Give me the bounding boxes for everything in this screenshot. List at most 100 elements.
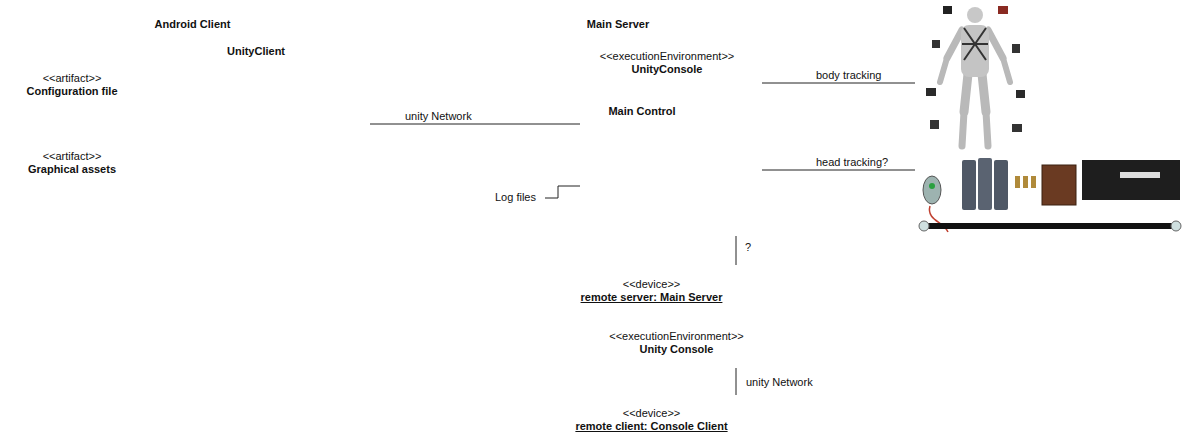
- node-heading: <<executionEnvironment>>UnityConsole: [580, 44, 754, 76]
- suit-arm: [947, 30, 962, 58]
- box-top-face: [479, 266, 833, 274]
- box-top-face: [143, 35, 378, 43]
- deployment-node: <<device>>remote server: Main Server <<ex…: [478, 273, 825, 384]
- line-label: body tracking: [815, 69, 882, 82]
- box-top-face: [581, 37, 762, 45]
- box-side-face: [770, 317, 778, 368]
- box-side-face: [370, 35, 378, 216]
- node-heading: <<executionEnvironment>>Unity Console: [583, 324, 770, 356]
- node-shape: [142, 34, 380, 218]
- suit-leg: [964, 74, 968, 112]
- connector-line: [545, 186, 580, 198]
- line-label: head tracking?: [815, 156, 889, 169]
- nested-node: <<artifact>>Configuration file: [18, 64, 126, 126]
- node-heading: Android Client: [4, 16, 381, 31]
- node-shape: [4, 8, 391, 234]
- nested-node: <<artifact>>Graphical assets: [18, 142, 126, 216]
- box-front-face: [479, 274, 825, 384]
- box-front-face: [492, 187, 545, 210]
- sensor-unit: [930, 120, 939, 129]
- suit-torso: [961, 25, 989, 77]
- suit-arm: [1003, 58, 1010, 82]
- box-front-face: [143, 43, 370, 216]
- deployment-node: Android Client <<artifact>>Configuration …: [4, 16, 381, 232]
- sensor-unit: [1012, 44, 1020, 53]
- connector-label: unity Network: [404, 110, 473, 123]
- tracking-lines: [762, 83, 915, 170]
- connector-line: [736, 236, 737, 265]
- node-name: Main Server: [482, 18, 754, 31]
- sensor-unit: [943, 6, 952, 14]
- remote-button: [929, 183, 935, 189]
- node-heading: Main Server: [478, 16, 758, 31]
- nested-node: <<executionEnvironment>>UnityConsoleMain…: [580, 44, 754, 222]
- suit-leg: [986, 112, 988, 146]
- box-side-face: [825, 396, 833, 440]
- sensor-unit: [932, 40, 940, 48]
- node-name: remote server: Main Server: [482, 291, 821, 304]
- node-name: Graphical assets: [22, 163, 122, 176]
- box-side-face: [381, 9, 389, 232]
- box-side-face: [754, 37, 762, 222]
- node-heading: Main Control: [592, 102, 692, 118]
- box-side-face: [825, 266, 833, 384]
- nested-node: Log files: [491, 186, 545, 210]
- sensor-unit: [926, 88, 936, 96]
- node-name: Main Control: [596, 105, 688, 118]
- deployment-node: Main Server <<executionEnvironment>>Unity…: [478, 16, 758, 236]
- nested-node: <<executionEnvironment>>Unity Console: [583, 324, 770, 368]
- node-name: UnityConsole: [584, 63, 750, 76]
- rack-ports: [1120, 172, 1160, 178]
- tracker-module: [978, 158, 992, 210]
- artifact-icon: [110, 148, 121, 162]
- rack-unit: [1082, 160, 1180, 200]
- node-shape: [478, 8, 768, 238]
- node-heading: <<artifact>>Graphical assets: [18, 142, 126, 176]
- box-top-face: [593, 95, 700, 103]
- stereotype-text: <<device>>: [482, 278, 821, 291]
- head-tracking-hardware: [919, 158, 1181, 232]
- node-shape: [592, 94, 702, 150]
- box-front-face: [479, 404, 825, 440]
- node-heading: UnityClient: [142, 42, 370, 58]
- suit-strap: [962, 28, 988, 60]
- box-top-face: [584, 317, 778, 325]
- suit-arm: [940, 58, 947, 82]
- box-front-face: [581, 45, 754, 222]
- node-heading: Log files: [491, 186, 545, 204]
- nested-node: Main Control: [592, 102, 692, 148]
- connector-line: [370, 124, 580, 125]
- box-front-face: [19, 143, 126, 216]
- marker-piece: [1015, 176, 1020, 188]
- nested-node: UnityClient: [142, 42, 370, 216]
- box-top-face: [479, 396, 833, 404]
- stereotype-text: <<executionEnvironment>>: [584, 50, 750, 63]
- box-top-face: [5, 9, 389, 17]
- node-name: UnityClient: [146, 45, 366, 58]
- marker-piece: [1023, 176, 1028, 188]
- node-heading: <<artifact>>Configuration file: [18, 64, 126, 98]
- tracking-line: [762, 170, 915, 171]
- node-name: Android Client: [8, 18, 377, 31]
- marker-piece: [1031, 176, 1036, 188]
- connector-line: [736, 368, 737, 395]
- box-front-face: [584, 325, 770, 368]
- sensor-unit: [1016, 90, 1025, 98]
- suit-leg: [982, 74, 986, 112]
- tracker-module: [962, 160, 976, 210]
- node-name: Configuration file: [22, 85, 122, 98]
- node-name: Log files: [495, 191, 541, 204]
- stereotype-text: <<executionEnvironment>>: [587, 330, 766, 343]
- node-name: Unity Console: [587, 343, 766, 356]
- box-front-face: [479, 17, 758, 236]
- box-side-face: [692, 95, 700, 148]
- connector-label: unity Network: [745, 376, 814, 389]
- stereotype-text: <<device>>: [482, 407, 821, 420]
- stereotype-text: <<artifact>>: [22, 72, 122, 85]
- camera-bar: [920, 223, 1180, 229]
- connector-label: ?: [744, 241, 752, 254]
- artifact-icon: [110, 70, 121, 84]
- control-box: [1042, 165, 1076, 205]
